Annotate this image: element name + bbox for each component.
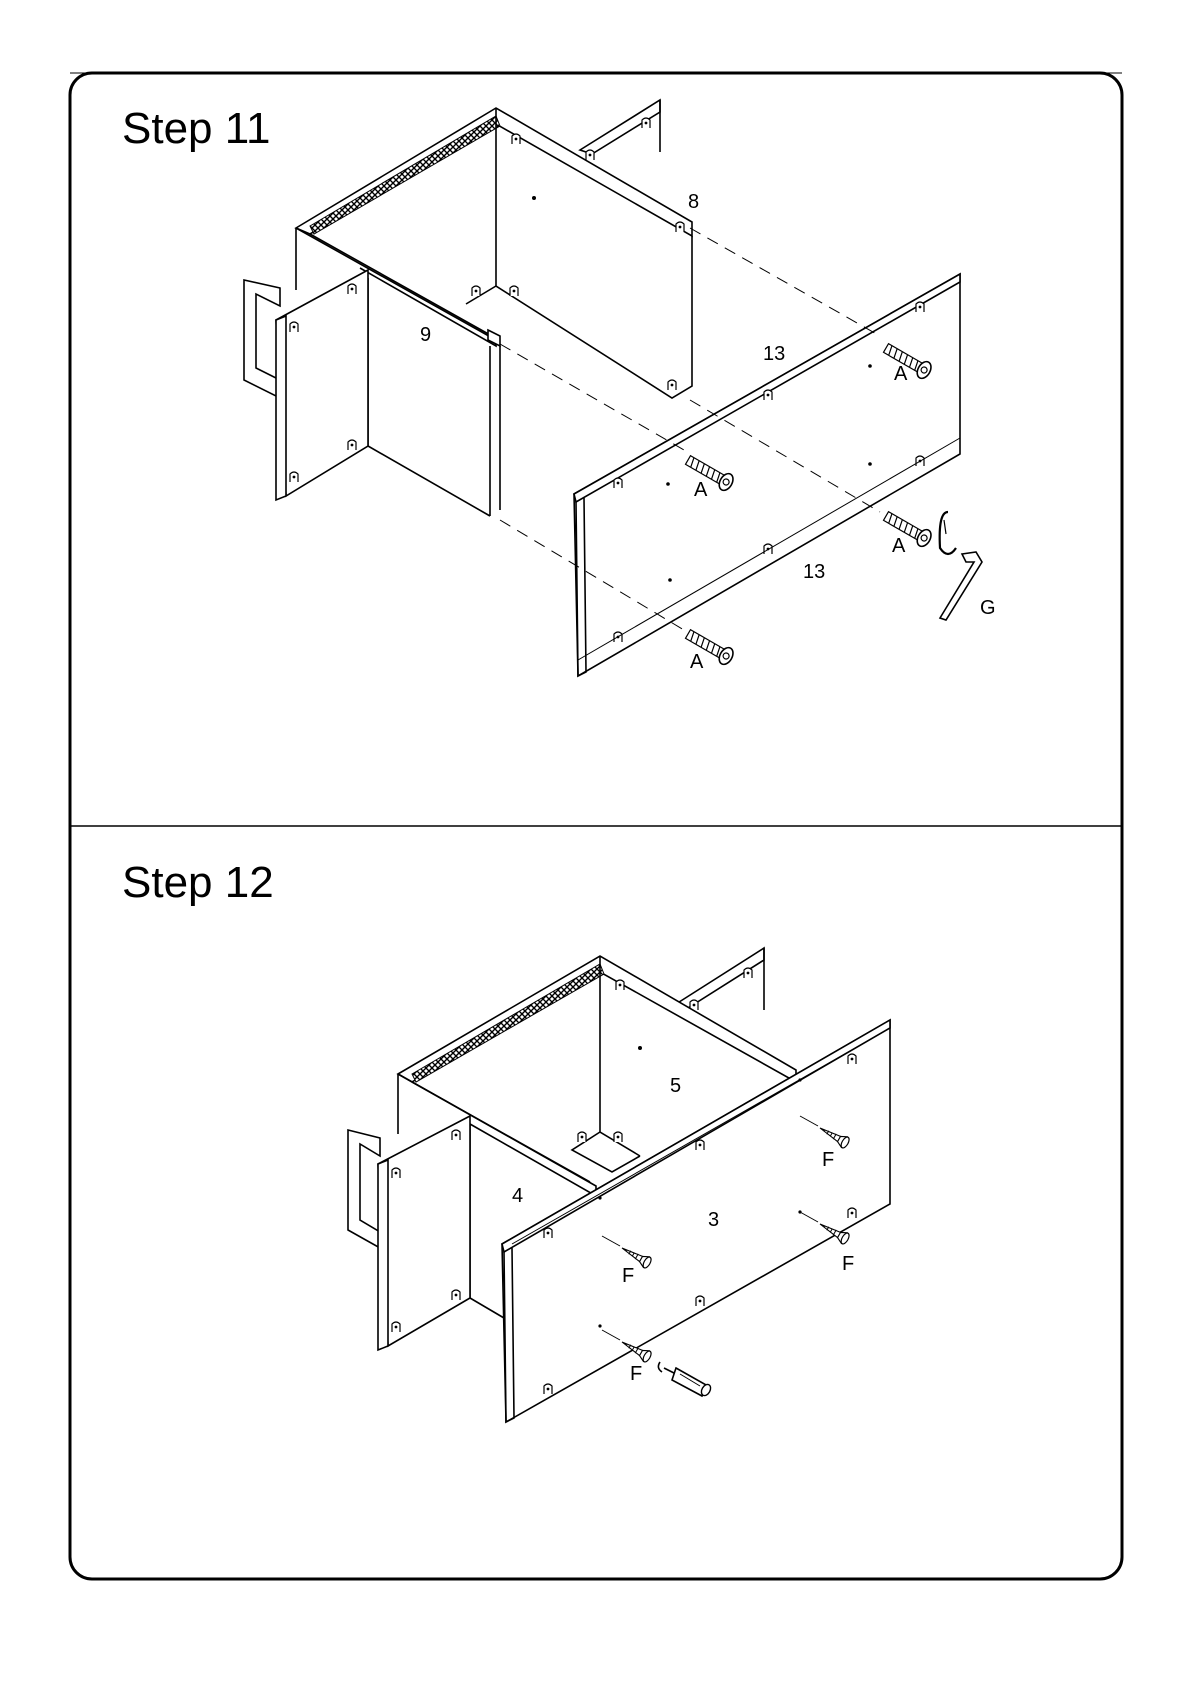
part-label-13-lower: 13 [803,561,825,583]
screw-label-a: A [694,479,708,501]
screw-label-a: A [894,363,908,385]
panel-back-right [580,100,660,160]
part-13-panel [574,274,960,676]
screw-label-f: F [630,1363,642,1385]
step-11-illustration: 8 9 13 13 A A A A G [244,100,996,676]
cam-lock-icon [940,512,956,554]
panel-back-right [676,948,764,1010]
step-11-title: Step 11 [122,104,270,153]
tool-label-g: G [980,597,996,619]
part-label-13-upper: 13 [763,343,785,365]
step-12-title: Step 12 [122,858,274,907]
left-end-panel [244,270,368,500]
screw-label-f: F [622,1265,634,1287]
step-12-illustration: 5 4 3 F F F F [348,948,890,1422]
part-label-4: 4 [512,1185,523,1207]
part-label-5: 5 [670,1075,681,1097]
screw-label-a: A [690,651,704,673]
screw-label-f: F [822,1149,834,1171]
part-label-9: 9 [420,324,431,346]
left-end-panel [348,1116,470,1350]
cam-lock-detail [944,520,946,534]
part-3-panel [502,1020,890,1422]
part-label-3: 3 [708,1209,719,1231]
part-5-panel [572,972,642,1172]
screwdriver-icon [658,1362,712,1397]
part-label-8: 8 [688,191,699,213]
screw-label-f: F [842,1253,854,1275]
bolt-icon [882,508,934,549]
hex-key-icon [940,552,982,620]
screw-label-a: A [892,535,906,557]
